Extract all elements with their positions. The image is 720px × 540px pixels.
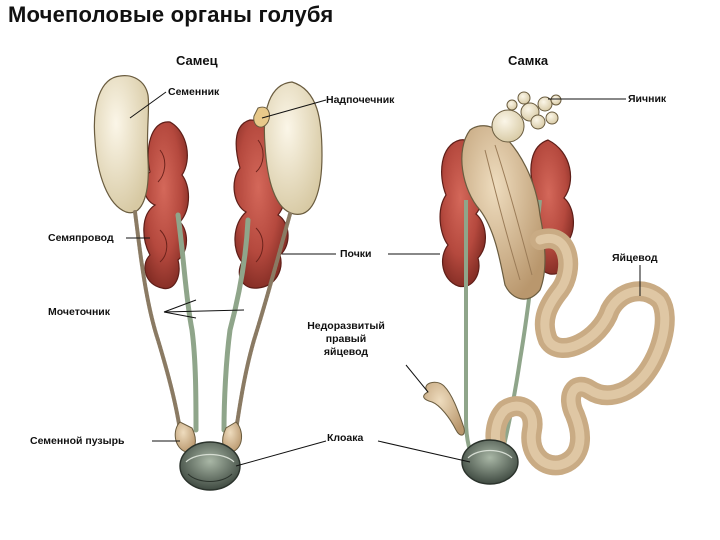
female-ovary bbox=[491, 91, 562, 143]
label-kidneys: Почки bbox=[340, 248, 372, 260]
label-rudimentary-oviduct-line1: Недоразвитый bbox=[307, 320, 385, 332]
label-vas-deferens: Семяпровод bbox=[48, 232, 114, 244]
label-adrenal: Надпочечник bbox=[326, 94, 395, 106]
label-rudimentary-oviduct-line2: правый bbox=[325, 333, 367, 345]
male-ureter-right bbox=[221, 217, 251, 433]
label-rudimentary-oviduct-line3: яйцевод bbox=[323, 346, 369, 358]
label-rudimentary-oviduct: Недоразвитый правый яйцевод bbox=[296, 320, 396, 359]
female-cloaca bbox=[461, 439, 519, 485]
male-vas-deferens-left bbox=[133, 210, 182, 432]
male-testis-left bbox=[93, 75, 150, 214]
label-testis: Семенник bbox=[168, 86, 220, 98]
male-cloaca bbox=[179, 441, 241, 491]
male-ureter-left bbox=[175, 212, 199, 433]
page-title: Мочеполовые органы голубя bbox=[8, 2, 334, 27]
male-kidney-left bbox=[143, 121, 190, 290]
label-ureter: Мочеточник bbox=[48, 306, 111, 318]
label-ovary: Яичник bbox=[628, 93, 667, 105]
female-rudimentary-oviduct bbox=[423, 381, 465, 436]
leader-lines bbox=[126, 91, 641, 467]
label-cloaca: Клоака bbox=[327, 432, 364, 444]
male-adrenal bbox=[253, 106, 271, 128]
label-oviduct: Яйцевод bbox=[612, 252, 658, 264]
female-header: Самка bbox=[508, 53, 549, 68]
male-organs bbox=[93, 75, 323, 491]
male-vas-deferens-right bbox=[234, 212, 292, 432]
male-header: Самец bbox=[176, 53, 218, 68]
female-organs bbox=[423, 91, 675, 485]
label-seminal-vesicle: Семенной пузырь bbox=[30, 435, 125, 447]
